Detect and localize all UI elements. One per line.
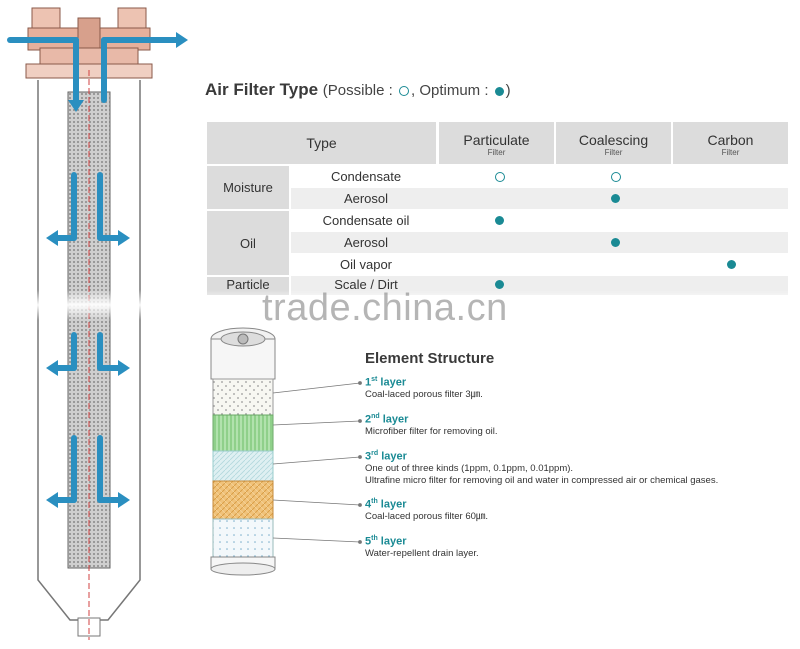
category-moisture: Moisture bbox=[207, 166, 289, 209]
layer-3: 3rd layer One out of three kinds (1ppm, … bbox=[365, 450, 719, 486]
layer-5: 5th layer Water-repellent drain layer. bbox=[365, 535, 479, 559]
optimum-dot-icon bbox=[495, 280, 504, 289]
fade-band bbox=[0, 290, 800, 320]
filter-housing-illustration bbox=[7, 7, 188, 640]
type-header-cell: Type bbox=[207, 122, 436, 164]
element-cartridge bbox=[210, 327, 276, 576]
layer-2: 2nd layer Microfiber filter for removing… bbox=[365, 413, 498, 437]
optimum-dot-icon bbox=[611, 194, 620, 203]
optimum-dot-icon bbox=[495, 216, 504, 225]
watermark: trade.china.cn bbox=[262, 287, 508, 329]
column-header-particulate: Particulate Filter bbox=[439, 122, 554, 164]
legend: (Possible : , Optimum : ) bbox=[322, 82, 511, 99]
possible-ring-icon bbox=[495, 172, 505, 182]
table-row: Condensate oil bbox=[291, 210, 788, 231]
category-oil: Oil bbox=[207, 211, 289, 275]
column-header-carbon: Carbon Filter bbox=[673, 122, 788, 164]
possible-ring-icon bbox=[611, 172, 621, 182]
optimum-dot-icon bbox=[727, 260, 736, 269]
table-row: Aerosol bbox=[291, 188, 788, 209]
possible-ring-icon bbox=[398, 86, 409, 97]
table-row: Condensate bbox=[291, 166, 788, 187]
column-header-coalescing: Coalescing Filter bbox=[556, 122, 671, 164]
air-filter-type-title: Air Filter Type (Possible : , Optimum : … bbox=[205, 80, 511, 100]
optimum-dot-icon bbox=[494, 86, 504, 96]
optimum-dot-icon bbox=[611, 238, 620, 247]
airflow-arrows bbox=[7, 32, 188, 508]
leader-lines bbox=[272, 381, 362, 544]
filter-head bbox=[25, 7, 153, 79]
table-row: Oil vapor bbox=[291, 254, 788, 275]
title-text: Air Filter Type bbox=[205, 80, 319, 99]
table-row: Aerosol bbox=[291, 232, 788, 253]
element-structure-title: Element Structure bbox=[365, 350, 495, 367]
layer-1: 1st layer Coal-laced porous filter 3㎛. bbox=[365, 376, 483, 400]
layer-4: 4th layer Coal-laced porous filter 60㎛. bbox=[365, 498, 489, 522]
